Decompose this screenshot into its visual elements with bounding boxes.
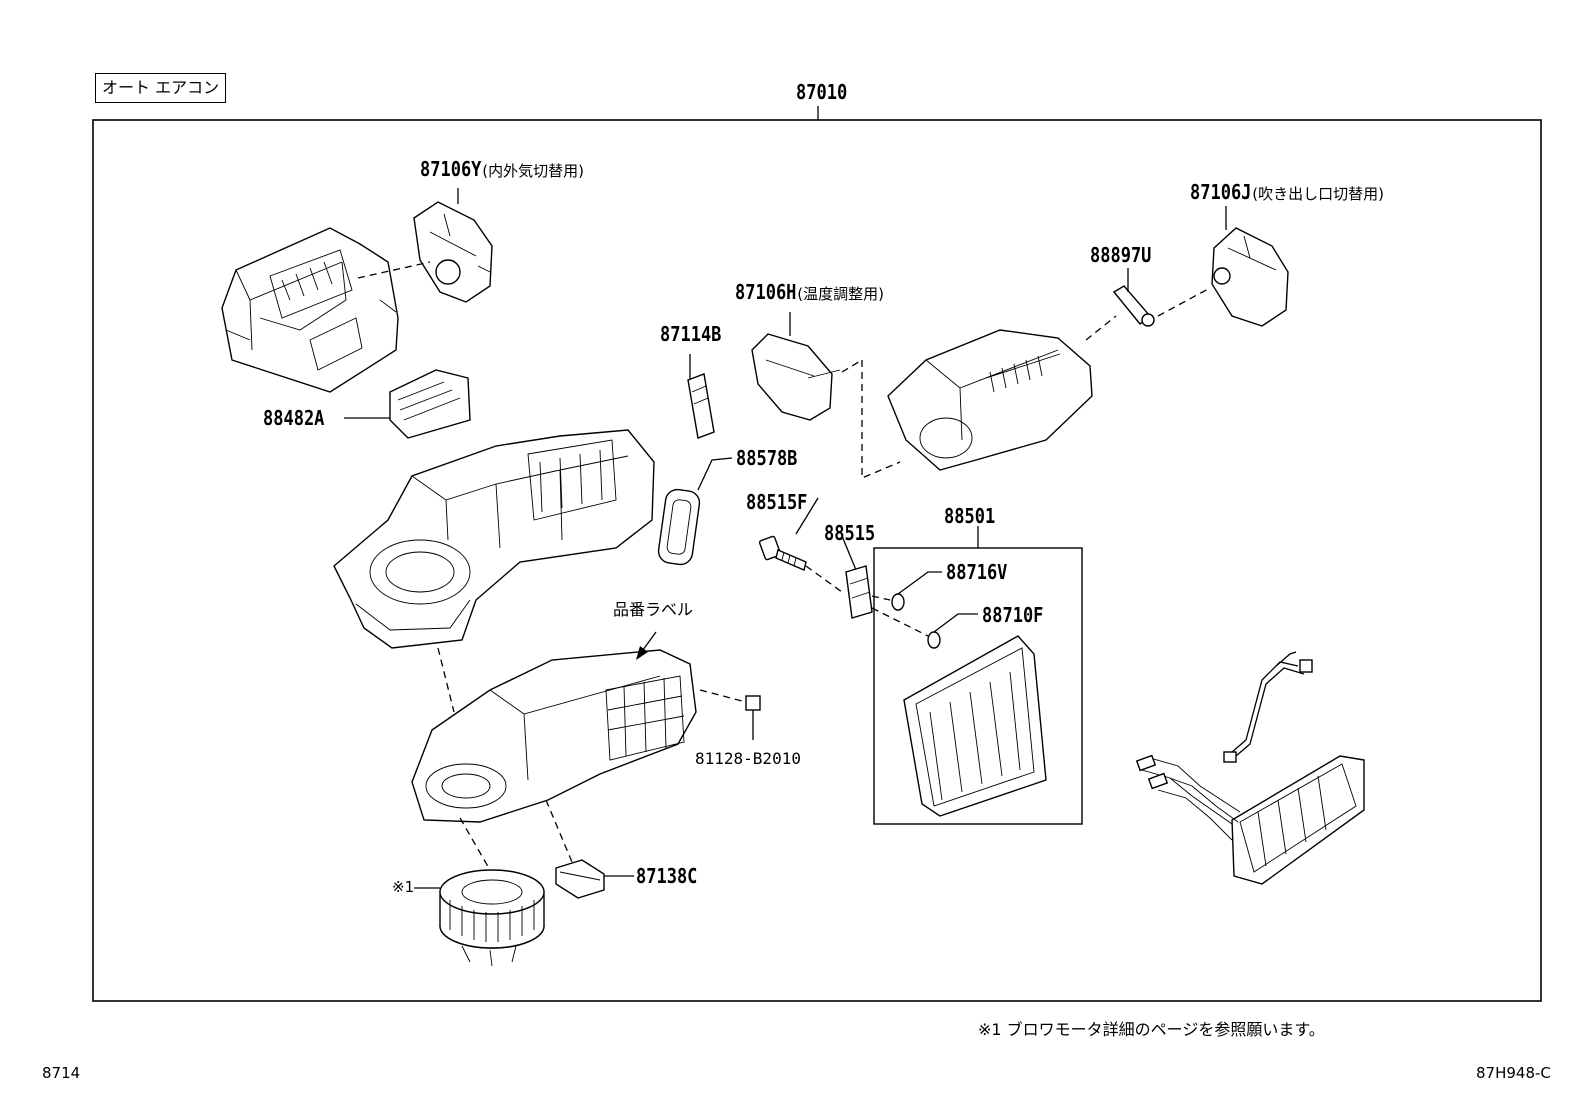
page-code: 8714 [42, 1064, 81, 1082]
part-note: (吹き出し口切替用) [1252, 185, 1384, 203]
callout-88897u: 88897U [1090, 243, 1152, 267]
part-number: 87106J [1190, 180, 1252, 204]
assembly-frame [92, 119, 1542, 1002]
expansion-valve-bolt [758, 535, 807, 571]
assembly-number: 87010 [796, 80, 848, 104]
callout-87138c: 87138C [636, 864, 698, 888]
part-note: (温度調整用) [797, 285, 884, 303]
part-number-label-callout: 品番ラベル [613, 600, 694, 619]
temperature-sensor [687, 373, 715, 439]
category-label-box: オート エアコン [95, 73, 227, 103]
wire-harness [1223, 651, 1313, 763]
callout-88716v: 88716V [946, 560, 1008, 584]
heater-core [1135, 754, 1365, 885]
evaporator [903, 635, 1047, 817]
callout-87106h: 87106H(温度調整用) [735, 280, 884, 304]
servo-motor-j [1211, 227, 1289, 327]
callout-88515f: 88515F [746, 490, 808, 514]
callout-88515: 88515 [824, 521, 876, 545]
damper-link [1112, 285, 1155, 327]
gasket [657, 488, 701, 566]
part-number: 87106H [735, 280, 797, 304]
upper-case-housing [333, 429, 655, 649]
servo-motor-h [751, 333, 841, 421]
blower-resistor [555, 859, 605, 899]
callout-ref1: ※1 [392, 878, 415, 896]
servo-motor-y [413, 201, 493, 303]
callout-88482a: 88482A [263, 406, 325, 430]
o-ring-88710f [927, 631, 941, 649]
callout-87114b: 87114B [660, 322, 722, 346]
callout-87106y: 87106Y(内外気切替用) [420, 157, 584, 181]
o-ring-88716v [891, 593, 905, 611]
expansion-valve [845, 565, 873, 619]
clip [745, 695, 761, 711]
figure-id: 87H948-C [1476, 1064, 1551, 1082]
callout-81128: 81128-B2010 [695, 749, 801, 768]
callout-88501: 88501 [944, 504, 996, 528]
blower-motor [439, 869, 545, 967]
callout-87106j: 87106J(吹き出し口切替用) [1190, 180, 1384, 204]
part-number: 87106Y [420, 157, 482, 181]
mode-case-housing [887, 329, 1093, 471]
callout-88710f: 88710F [982, 603, 1044, 627]
lower-case-housing [411, 649, 697, 823]
part-note: (内外気切替用) [482, 162, 584, 180]
footer-note: ※1 ブロワモータ詳細のページを参照願います。 [978, 1020, 1325, 1039]
intake-case [221, 227, 399, 393]
air-filter [389, 369, 471, 439]
category-label: オート エアコン [102, 78, 220, 97]
callout-88578b: 88578B [736, 446, 798, 470]
